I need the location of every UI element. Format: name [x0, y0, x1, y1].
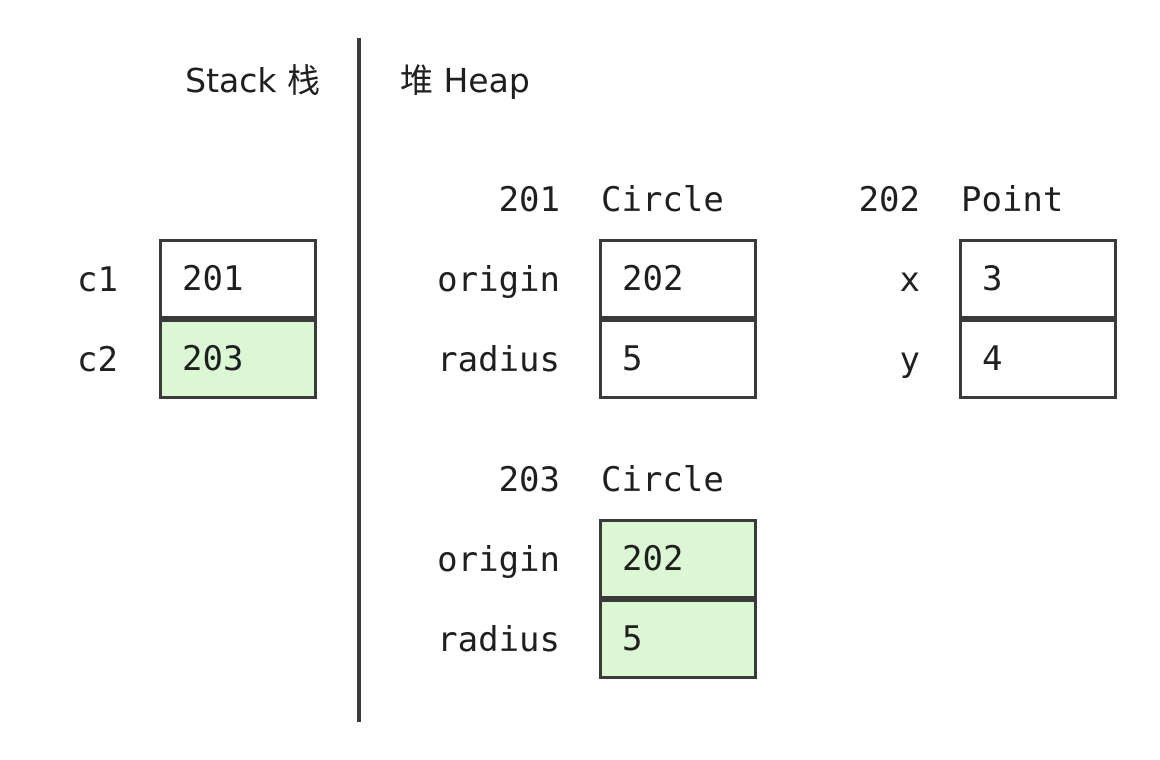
stack-heading: Stack 栈	[185, 61, 320, 100]
field-name: radius	[437, 340, 560, 380]
field-cell: 5	[599, 319, 757, 399]
field-name: y	[899, 340, 920, 380]
object-type: Point	[961, 180, 1064, 220]
field-cell: 4	[959, 319, 1117, 399]
field-name: origin	[437, 260, 560, 300]
field-name: radius	[437, 620, 560, 660]
object-address: 202	[858, 180, 920, 220]
field-cell: 202	[599, 239, 757, 319]
field-cell: 202	[599, 519, 757, 599]
field-cell: 3	[959, 239, 1117, 319]
object-type: Circle	[601, 180, 724, 220]
stack-heap-divider	[357, 38, 361, 722]
object-address: 201	[498, 180, 560, 220]
stack-var-name: c1	[77, 260, 118, 300]
field-name: origin	[437, 540, 560, 580]
stack-var-cell: 203	[159, 319, 317, 399]
stack-var-name: c2	[77, 340, 118, 380]
heap-heading: 堆 Heap	[400, 61, 530, 100]
object-type: Circle	[601, 460, 724, 500]
field-name: x	[899, 260, 920, 300]
object-address: 203	[498, 460, 560, 500]
stack-var-cell: 201	[159, 239, 317, 319]
field-cell: 5	[599, 599, 757, 679]
